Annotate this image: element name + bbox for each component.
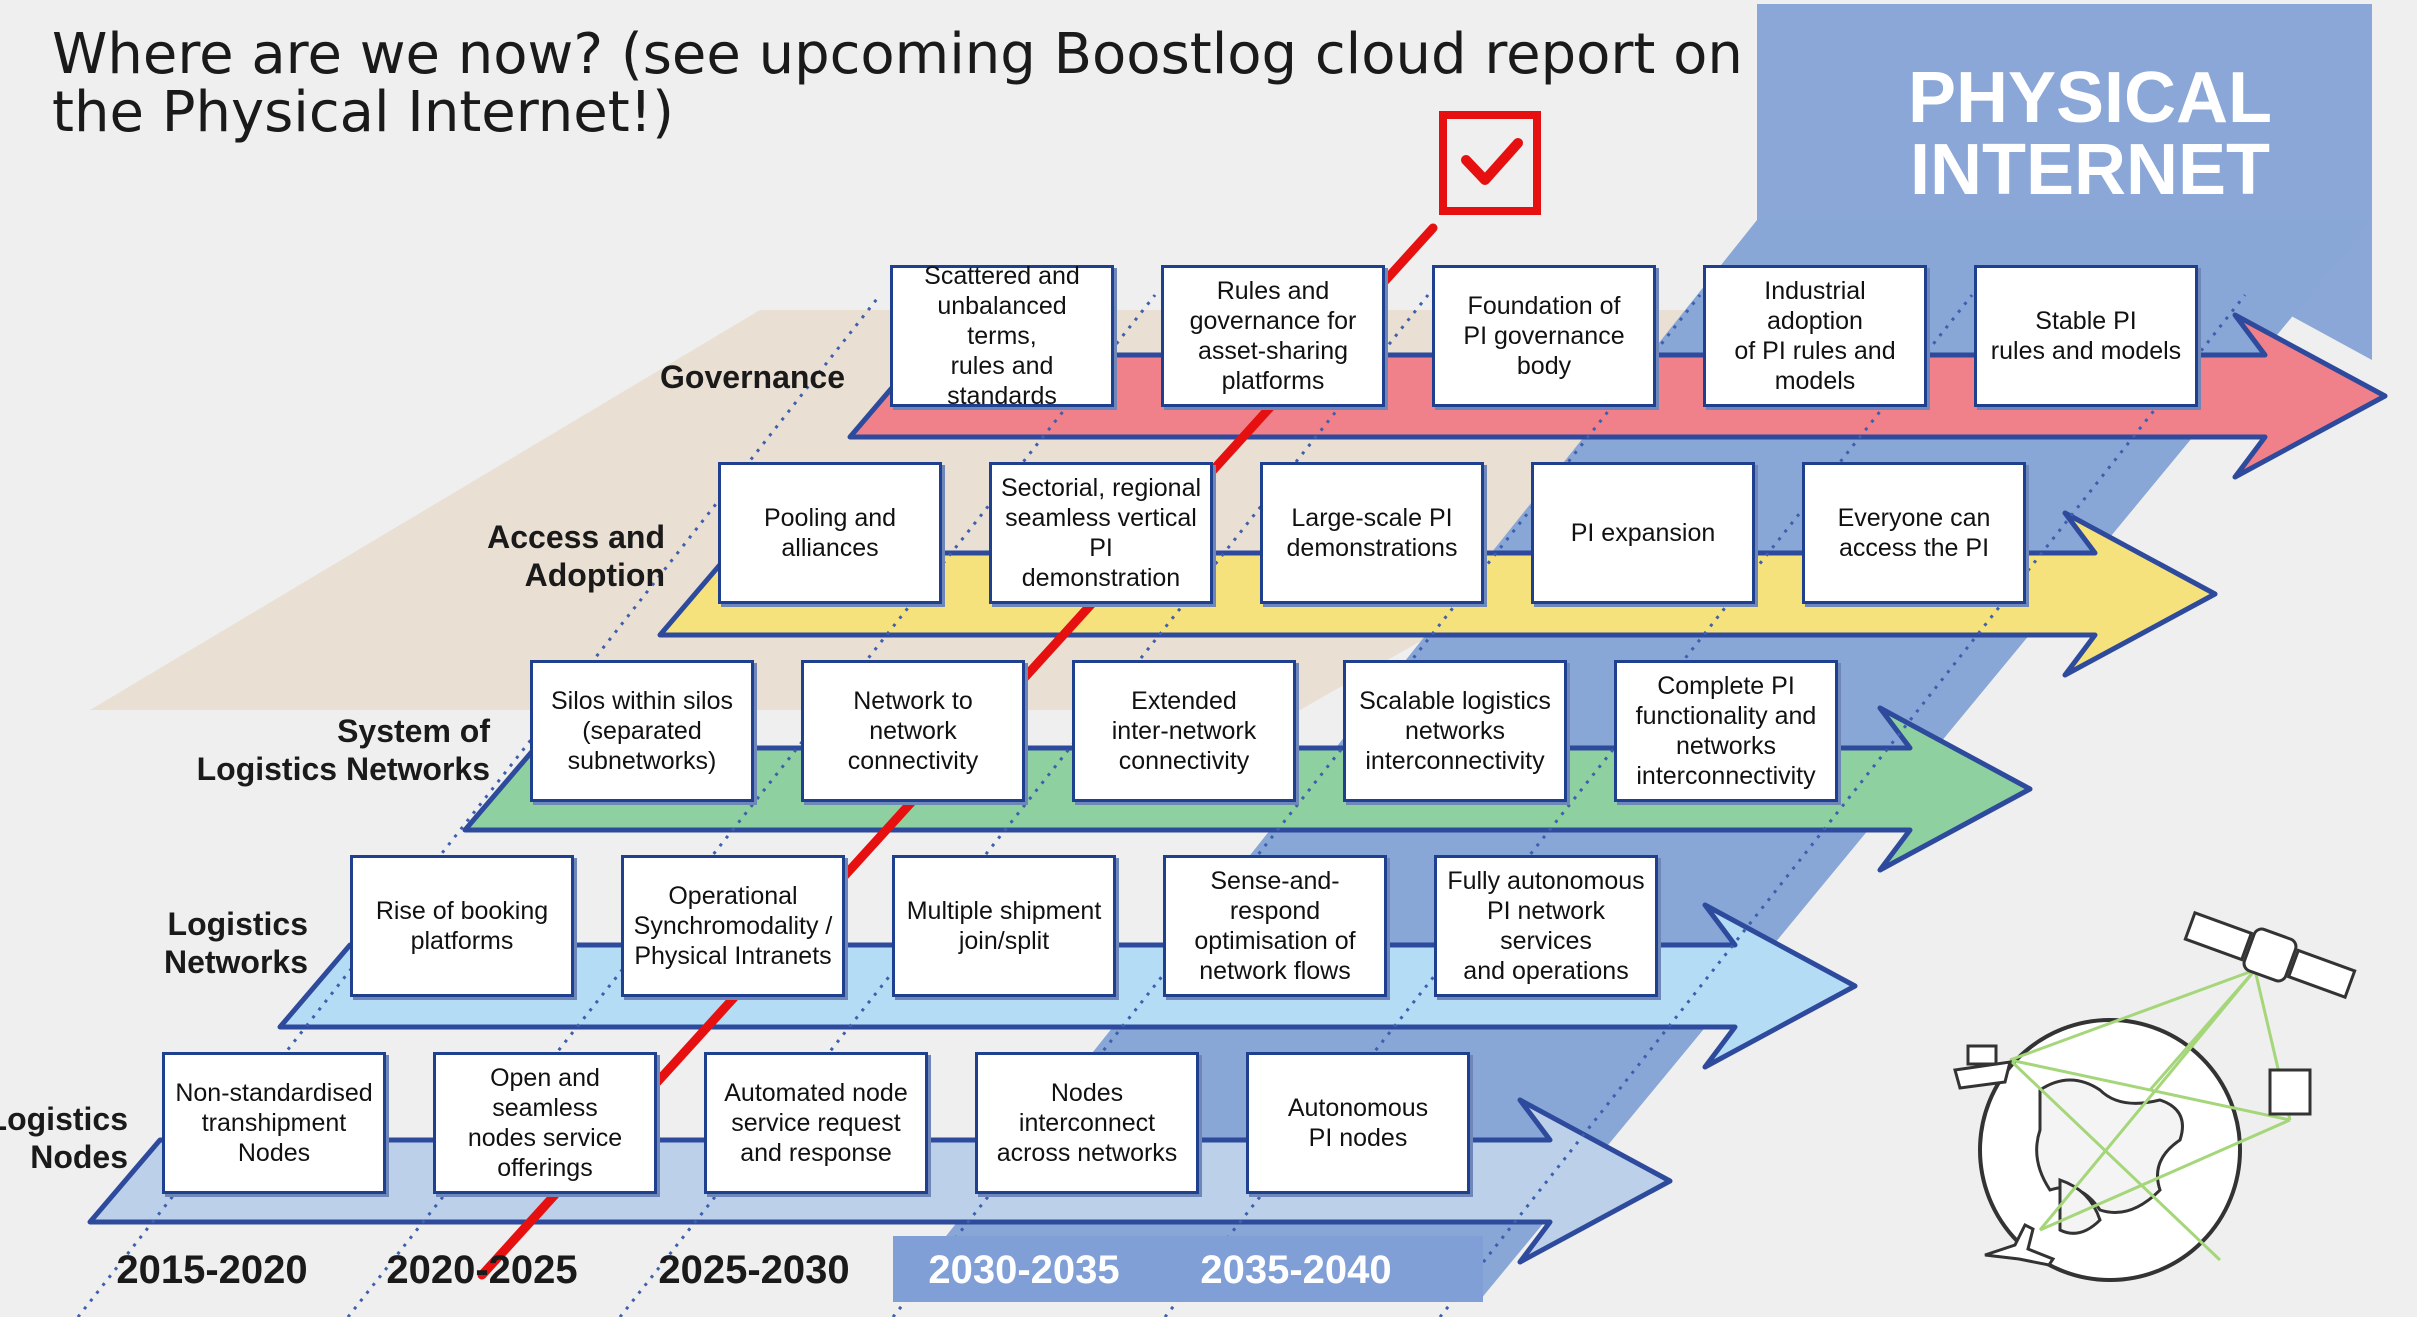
milestone-box: Pooling and alliances [718,462,942,604]
milestone-box: Open and seamless nodes service offering… [433,1052,657,1194]
layer-label: Access and Adoption [487,519,665,593]
physical-internet-label: PHYSICAL INTERNET [1820,62,2360,206]
period-divider [618,294,1430,1317]
milestone-box: Scalable logistics networks interconnect… [1343,660,1567,802]
milestone-box: Automated node service request and respo… [704,1052,928,1194]
milestone-box: Multiple shipment join/split [892,855,1116,997]
milestone-box: PI expansion [1531,462,1755,604]
milestone-box: Network to network connectivity [801,660,1025,802]
period-label: 2025-2030 [658,1248,850,1292]
layer-label: Logistics Networks [163,906,308,980]
slide-title: Where are we now? (see upcoming Boostlog… [52,22,1743,145]
milestone-box: Complete PI functionality and networks i… [1614,660,1838,802]
period-divider [1438,294,2247,1317]
globe-satellite-illustration [1953,910,2357,1282]
milestone-box: Non-standardised transhipment Nodes [162,1052,386,1194]
milestone-box: Large-scale PI demonstrations [1260,462,1484,604]
period-label: 2035-2040 [1200,1248,1392,1292]
period-label: 2020-2025 [386,1248,578,1292]
ship-icon [1953,1044,2012,1090]
pi-label-line2: INTERNET [1910,130,2270,210]
milestone-box: Sense-and-respond optimisation of networ… [1163,855,1387,997]
satellite-icon [2183,910,2357,1000]
layer-label: Logistics Nodes [0,1101,128,1175]
milestone-box: Rules and governance for asset-sharing p… [1161,265,1385,407]
period-label: 2030-2035 [928,1248,1120,1292]
milestone-box: Foundation of PI governance body [1432,265,1656,407]
period-divider [346,294,1157,1317]
pi-label-line1: PHYSICAL [1907,58,2273,138]
milestone-box: Autonomous PI nodes [1246,1052,1470,1194]
milestone-box: Silos within silos (separated subnetwork… [530,660,754,802]
milestone-box: Everyone can access the PI [1802,462,2026,604]
milestone-box: Industrial adoption of PI rules and mode… [1703,265,1927,407]
period-label: 2015-2020 [116,1248,308,1292]
truck-icon [2268,1068,2312,1116]
future-period-band [893,1236,1483,1302]
milestone-box: Nodes interconnect across networks [975,1052,1199,1194]
milestone-box: Rise of booking platforms [350,855,574,997]
milestone-box: Operational Synchromodality / Physical I… [621,855,845,997]
milestone-box: Stable PI rules and models [1974,265,2198,407]
layer-label: System of Logistics Networks [196,713,490,787]
milestone-box: Extended inter-network connectivity [1072,660,1296,802]
milestone-box: Sectorial, regional seamless vertical PI… [989,462,1213,604]
period-divider [1163,294,1974,1317]
plane-icon [1984,1222,2056,1267]
checkmark-icon [1461,138,1523,185]
milestone-box: Scattered and unbalanced terms, rules an… [890,262,1114,410]
checkbox-frame [1439,111,1541,215]
layer-label: Governance [660,359,845,395]
milestone-box: Fully autonomous PI network services and… [1434,855,1658,997]
period-divider [891,294,1702,1317]
